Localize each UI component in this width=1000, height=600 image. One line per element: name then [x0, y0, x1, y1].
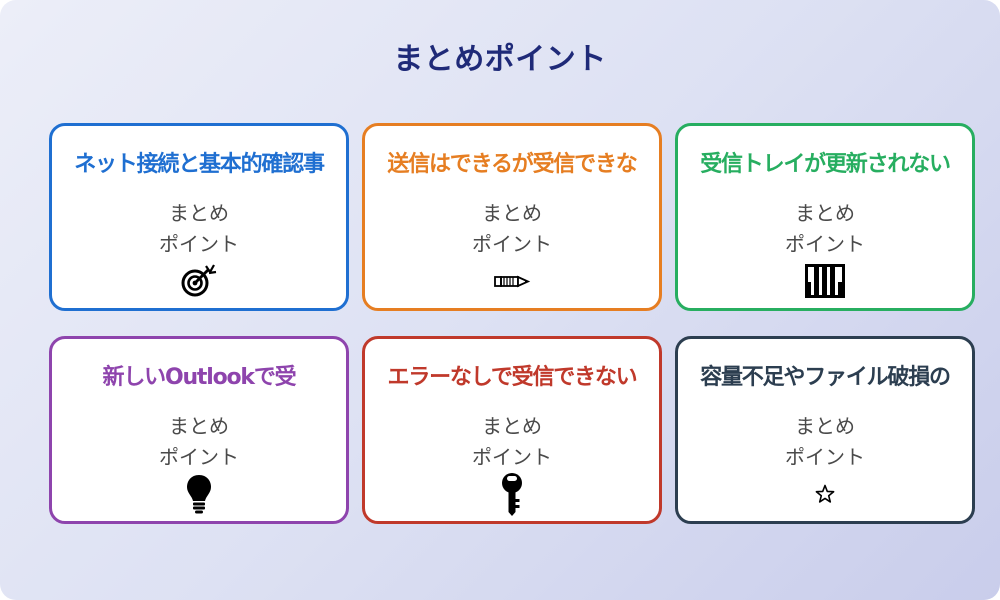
card-subtitle: まとめ ポイント: [52, 411, 346, 473]
card-subtitle: まとめ ポイント: [365, 198, 659, 260]
card-subtitle-line2: ポイント: [785, 445, 865, 469]
card-subtitle-line1: まとめ: [795, 201, 855, 225]
card-subtitle-line1: まとめ: [169, 414, 229, 438]
lightbulb-icon: [52, 475, 346, 514]
card-subtitle: まとめ ポイント: [365, 411, 659, 473]
page-title: まとめポイント: [393, 42, 607, 77]
target-icon: [52, 264, 346, 298]
card-subtitle-line2: ポイント: [472, 232, 552, 256]
card-subtitle-line1: まとめ: [482, 201, 542, 225]
card-subtitle-line1: まとめ: [169, 201, 229, 225]
card-subtitle-line2: ポイント: [472, 445, 552, 469]
card-heading: 送信はできるが受信できな: [387, 152, 637, 177]
card-subtitle: まとめ ポイント: [678, 198, 972, 260]
card-subtitle-line2: ポイント: [785, 232, 865, 256]
card-heading: 受信トレイが更新されない: [700, 152, 951, 177]
piano-icon: [678, 264, 972, 298]
card-subtitle-line2: ポイント: [159, 445, 239, 469]
card-heading: ネット接続と基本的確認事: [74, 152, 325, 177]
card-no-error-no-receive: エラーなしで受信できない まとめ ポイント: [362, 336, 662, 524]
star-icon: [678, 477, 972, 511]
card-network-check: ネット接続と基本的確認事 まとめ ポイント: [49, 123, 349, 311]
card-new-outlook: 新しいOutlookで受 まとめ ポイント: [49, 336, 349, 524]
card-subtitle-line1: まとめ: [795, 414, 855, 438]
card-heading: エラーなしで受信できない: [387, 365, 638, 390]
pencil-icon: [365, 264, 659, 298]
key-icon: [365, 473, 659, 516]
card-subtitle-line2: ポイント: [159, 232, 239, 256]
card-heading: 容量不足やファイル破損の: [700, 365, 951, 390]
card-subtitle: まとめ ポイント: [52, 198, 346, 260]
card-inbox-not-updating: 受信トレイが更新されない まとめ ポイント: [675, 123, 975, 311]
card-subtitle-line1: まとめ: [482, 414, 542, 438]
card-send-not-receive: 送信はできるが受信できな まとめ ポイント: [362, 123, 662, 311]
card-subtitle: まとめ ポイント: [678, 411, 972, 473]
card-heading: 新しいOutlookで受: [102, 365, 297, 390]
card-storage-file-damage: 容量不足やファイル破損の まとめ ポイント: [675, 336, 975, 524]
